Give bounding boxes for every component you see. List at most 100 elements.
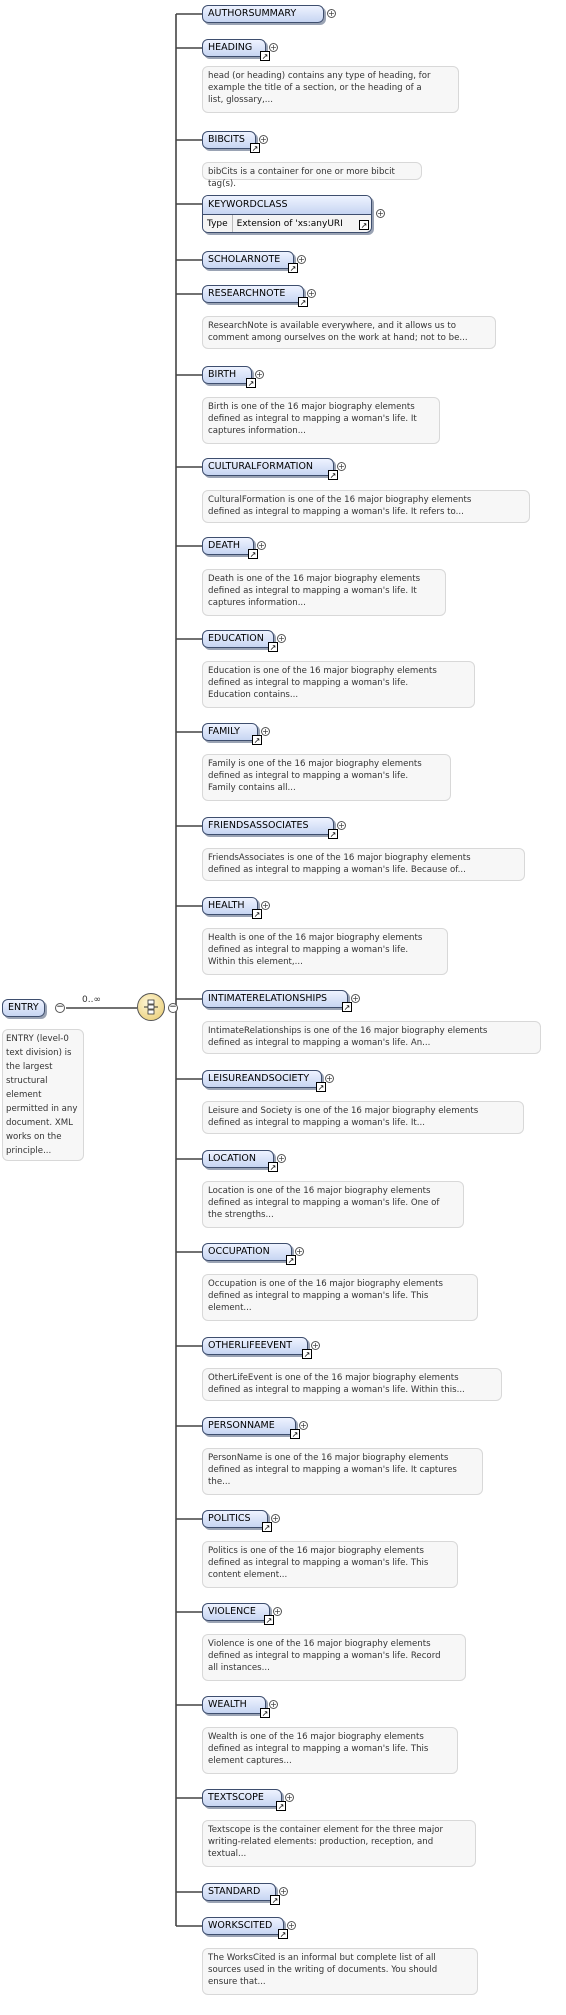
element-node-location[interactable]: LOCATION ↗	[202, 1150, 278, 1172]
element-node-bibcits[interactable]: BIBCITS ↗	[202, 131, 260, 153]
element-label: LOCATION	[208, 1153, 257, 1164]
element-node-workscited[interactable]: WORKSCITED↗	[202, 1917, 288, 1939]
element-node-death[interactable]: DEATH↗	[202, 537, 258, 559]
element-label: OTHERLIFEEVENT	[208, 1340, 293, 1351]
link-arrow-icon[interactable]: ↗	[248, 549, 258, 559]
expand-icon[interactable]: +	[271, 1514, 280, 1523]
link-arrow-icon[interactable]: ↗	[268, 642, 278, 652]
link-arrow-icon[interactable]: ↗	[316, 1082, 326, 1092]
element-node-health[interactable]: HEALTH↗	[202, 897, 262, 919]
link-arrow-icon[interactable]: ↗	[252, 735, 262, 745]
link-arrow-icon[interactable]: ↗	[342, 1002, 352, 1012]
link-arrow-icon[interactable]: ↗	[268, 1162, 278, 1172]
element-node-textscope[interactable]: TEXTSCOPE ↗	[202, 1789, 286, 1811]
element-description-education: Education is one of the 16 major biograp…	[202, 661, 475, 708]
expand-icon[interactable]: +	[376, 209, 385, 218]
expand-icon[interactable]: +	[269, 1700, 278, 1709]
element-node-politics[interactable]: POLITICS↗	[202, 1510, 272, 1532]
sequence-compositor-icon[interactable]	[137, 993, 165, 1021]
element-label: FRIENDSASSOCIATES	[208, 820, 309, 831]
expand-icon[interactable]: +	[259, 135, 268, 144]
expand-icon[interactable]: +	[337, 821, 346, 830]
element-node-personname[interactable]: PERSONNAME ↗	[202, 1417, 300, 1439]
expand-icon[interactable]: +	[273, 1607, 282, 1616]
element-node-culturalformation[interactable]: CULTURALFORMATION↗	[202, 458, 338, 480]
link-arrow-icon[interactable]: ↗	[302, 1349, 312, 1359]
element-label: AUTHORSUMMARY	[208, 8, 297, 19]
entry-root-node[interactable]: ENTRY	[2, 999, 45, 1017]
element-node-friendsassociates[interactable]: FRIENDSASSOCIATES ↗	[202, 817, 338, 839]
element-label: FAMILY	[208, 726, 240, 737]
expand-icon[interactable]: +	[307, 289, 316, 298]
expand-icon[interactable]: +	[287, 1921, 296, 1930]
element-node-scholarnote[interactable]: SCHOLARNOTE ↗	[202, 251, 298, 273]
element-label: BIBCITS	[208, 134, 245, 145]
element-label: RESEARCHNOTE	[208, 288, 286, 299]
sequence-icon	[144, 999, 158, 1015]
element-node-authorsummary[interactable]: AUTHORSUMMARY	[202, 5, 324, 23]
element-node-family[interactable]: FAMILY ↗	[202, 723, 262, 745]
expand-icon[interactable]: +	[261, 901, 270, 910]
element-description-intimaterelationships: IntimateRelationships is one of the 16 m…	[202, 1021, 541, 1054]
element-label: STANDARD	[208, 1886, 261, 1897]
element-label: TEXTSCOPE	[208, 1792, 264, 1803]
element-node-birth[interactable]: BIRTH↗	[202, 366, 256, 388]
link-arrow-icon[interactable]: ↗	[286, 1255, 296, 1265]
element-node-researchnote[interactable]: RESEARCHNOTE ↗	[202, 285, 308, 307]
expand-icon[interactable]: +	[295, 1247, 304, 1256]
element-node-otherlifeevent[interactable]: OTHERLIFEEVENT ↗	[202, 1337, 312, 1359]
element-label: LEISUREANDSOCIETY	[208, 1073, 310, 1084]
link-arrow-icon[interactable]: ↗	[298, 297, 308, 307]
expand-icon[interactable]: +	[255, 370, 264, 379]
element-node-leisureandsociety[interactable]: LEISUREANDSOCIETY ↗	[202, 1070, 326, 1092]
element-label: SCHOLARNOTE	[208, 254, 281, 265]
expand-icon[interactable]: +	[297, 255, 306, 264]
expand-icon[interactable]: +	[351, 994, 360, 1003]
link-arrow-icon[interactable]: ↗	[250, 143, 260, 153]
sequence-collapse-icon[interactable]: −	[168, 1002, 178, 1013]
link-arrow-icon[interactable]: ↗	[252, 909, 262, 919]
element-node-intimaterelationships[interactable]: INTIMATERELATIONSHIPS↗	[202, 990, 352, 1012]
expand-icon[interactable]: +	[269, 43, 278, 52]
link-arrow-icon[interactable]: ↗	[260, 1708, 270, 1718]
expand-icon[interactable]: +	[299, 1421, 308, 1430]
link-arrow-icon[interactable]: ↗	[328, 470, 338, 480]
expand-icon[interactable]: +	[327, 9, 336, 18]
element-label: VIOLENCE	[208, 1606, 256, 1617]
link-arrow-icon[interactable]: ↗	[246, 378, 256, 388]
element-label: WEALTH	[208, 1699, 247, 1710]
link-arrow-icon[interactable]: ↗	[260, 51, 270, 61]
link-arrow-icon[interactable]: ↗	[278, 1929, 288, 1939]
element-node-occupation[interactable]: OCCUPATION↗	[202, 1243, 296, 1265]
element-description-workscited: The WorksCited is an informal but comple…	[202, 1948, 478, 1995]
expand-icon[interactable]: +	[311, 1341, 320, 1350]
link-arrow-icon[interactable]: ↗	[288, 263, 298, 273]
link-arrow-icon[interactable]: ↗	[276, 1801, 286, 1811]
element-node-wealth[interactable]: WEALTH ↗	[202, 1696, 270, 1718]
collapse-icon[interactable]: −	[55, 1002, 65, 1013]
expand-icon[interactable]: +	[277, 1154, 286, 1163]
expand-icon[interactable]: +	[325, 1074, 334, 1083]
expand-icon[interactable]: +	[261, 727, 270, 736]
element-label: PERSONNAME	[208, 1420, 275, 1431]
element-node-heading[interactable]: HEADING ↗	[202, 39, 270, 61]
link-arrow-icon[interactable]: ↗	[262, 1522, 272, 1532]
element-node-standard[interactable]: STANDARD ↗	[202, 1883, 280, 1905]
link-arrow-icon[interactable]: ↗	[359, 220, 369, 230]
expand-icon[interactable]: +	[337, 462, 346, 471]
element-node-violence[interactable]: VIOLENCE ↗	[202, 1603, 274, 1625]
element-node-education[interactable]: EDUCATION↗	[202, 630, 278, 652]
element-label: HEADING	[208, 42, 253, 53]
element-description-wealth: Wealth is one of the 16 major biography …	[202, 1727, 458, 1774]
expand-icon[interactable]: +	[279, 1887, 288, 1896]
link-arrow-icon[interactable]: ↗	[270, 1895, 280, 1905]
cardinality-label: 0..∞	[82, 995, 101, 1005]
link-arrow-icon[interactable]: ↗	[290, 1429, 300, 1439]
expand-icon[interactable]: +	[285, 1793, 294, 1802]
expand-icon[interactable]: +	[277, 634, 286, 643]
expand-icon[interactable]: +	[257, 541, 266, 550]
link-arrow-icon[interactable]: ↗	[328, 829, 338, 839]
link-arrow-icon[interactable]: ↗	[264, 1615, 274, 1625]
